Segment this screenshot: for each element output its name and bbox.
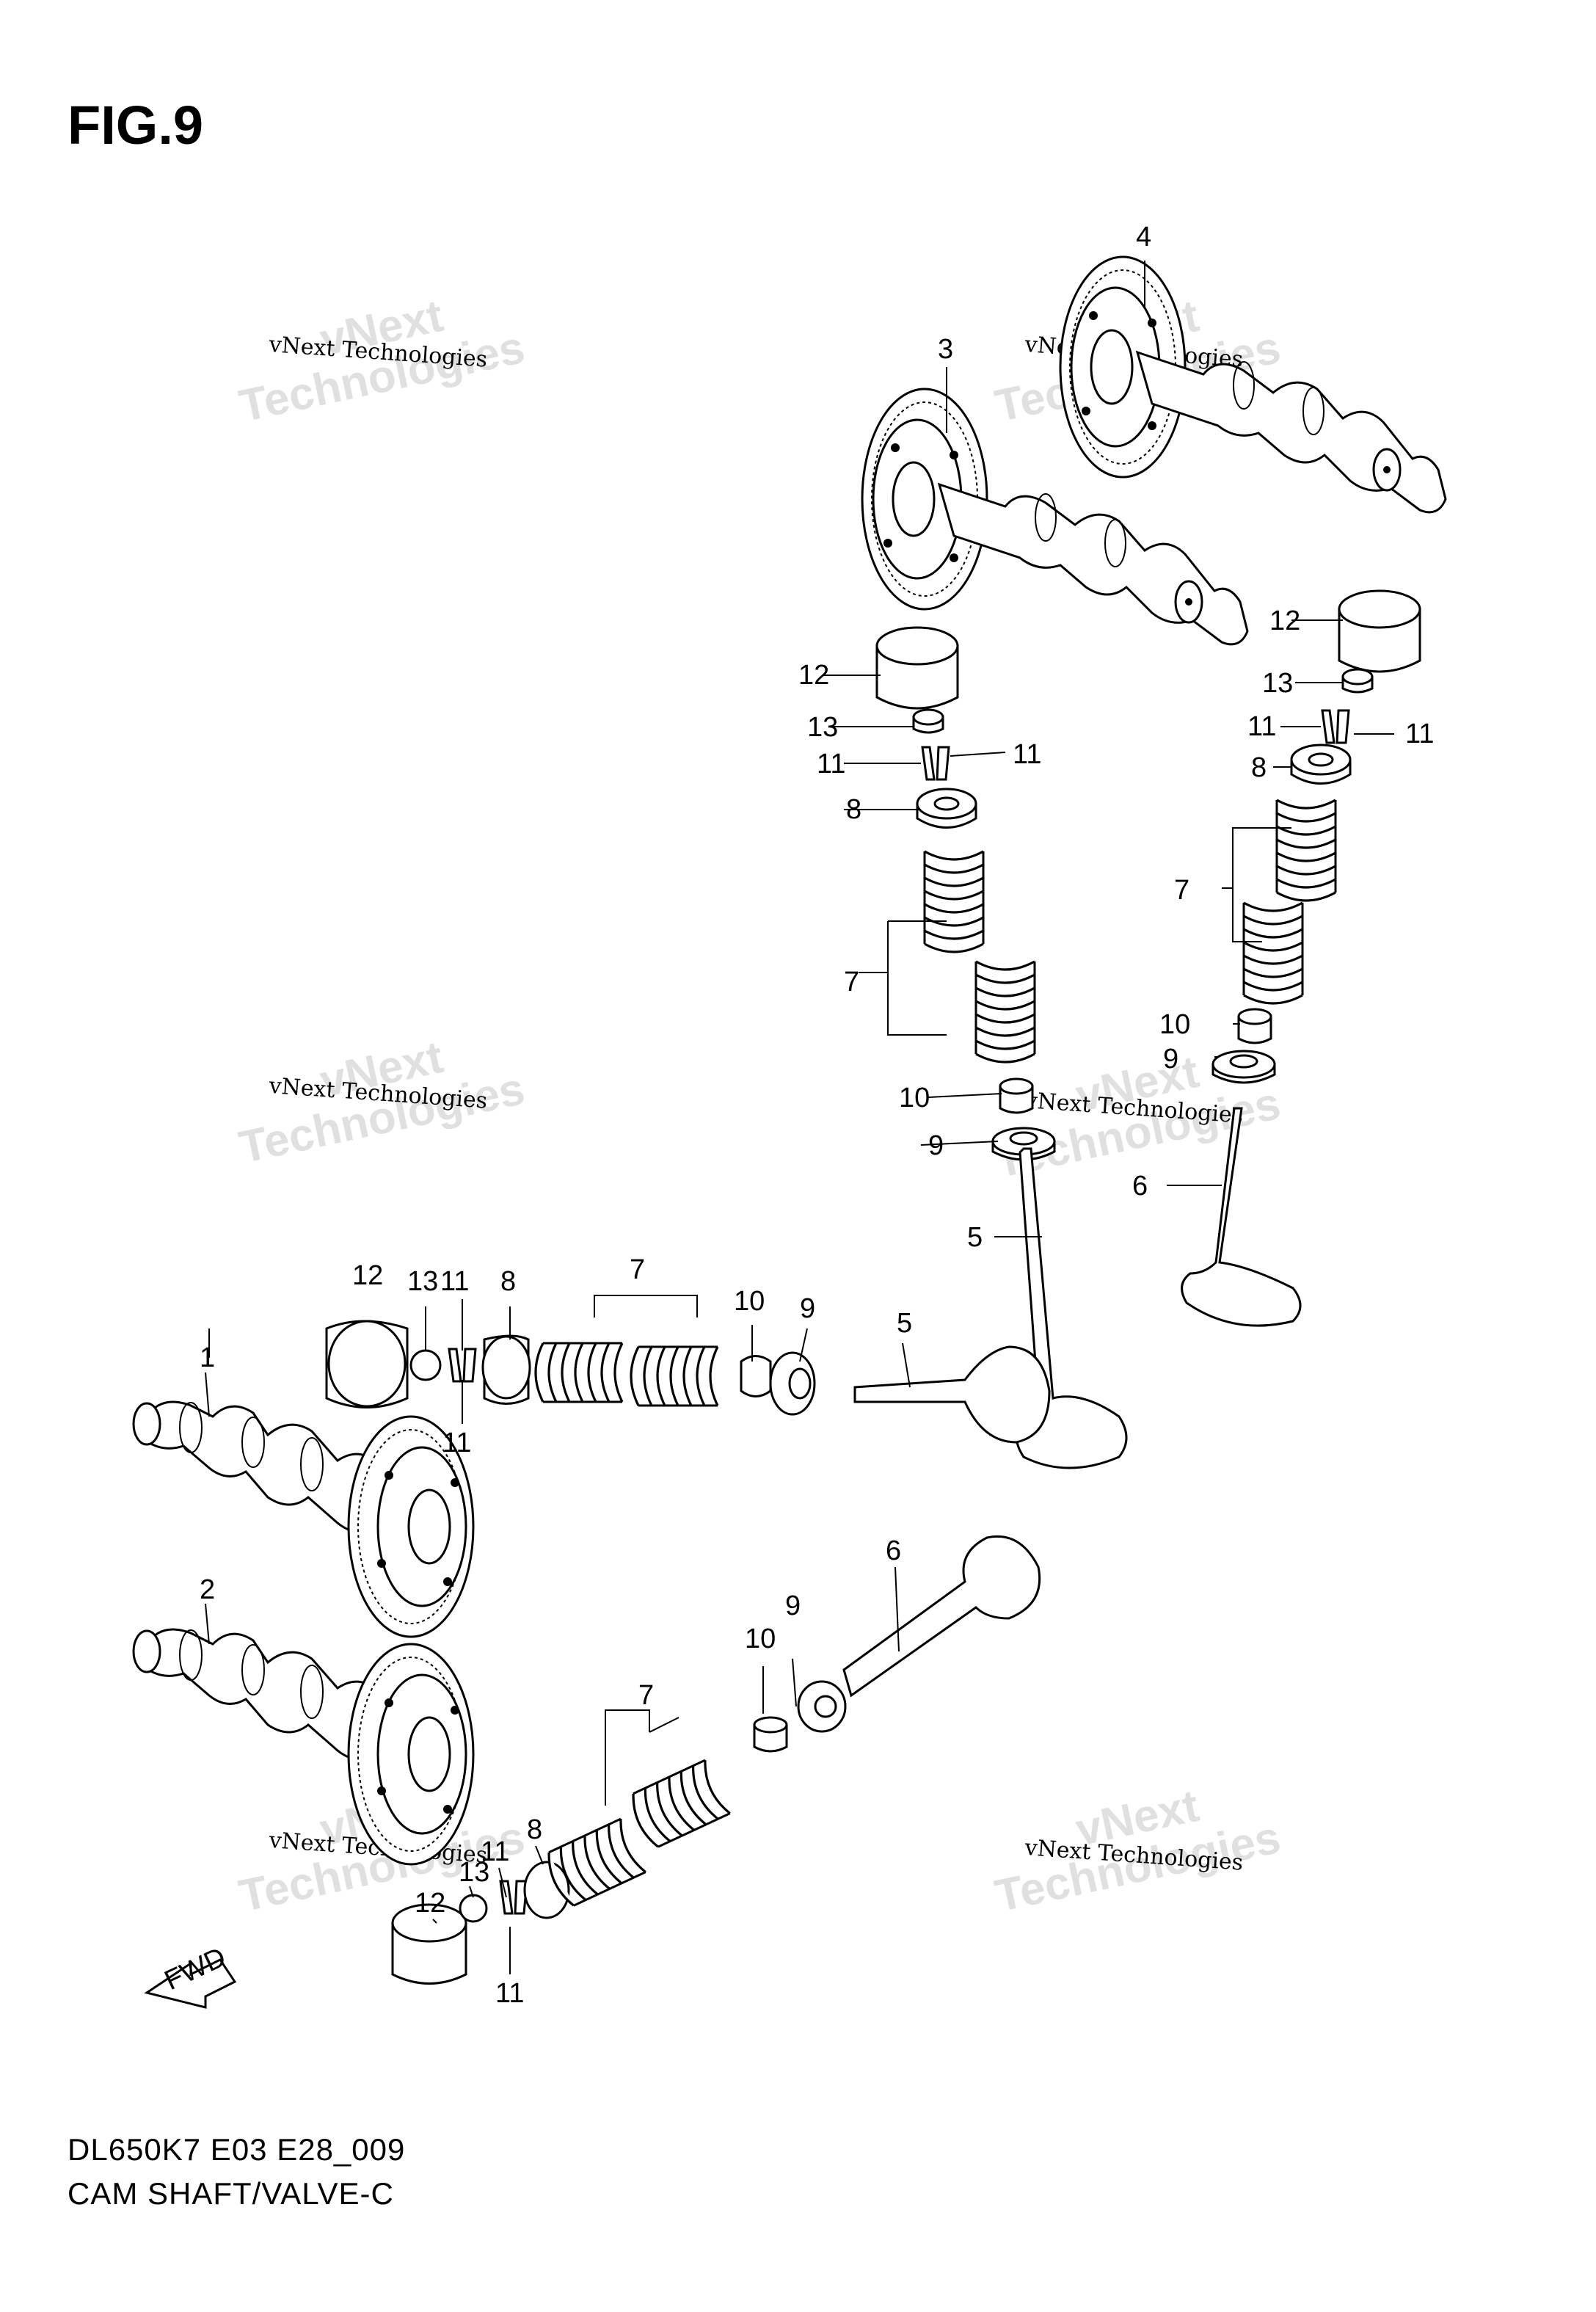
callout-11: 11 (1247, 711, 1276, 742)
callout-13: 13 (459, 1857, 489, 1888)
camshaft-intake-front (132, 1400, 475, 1638)
callout-11: 11 (440, 1266, 469, 1297)
callout-8: 8 (500, 1266, 516, 1297)
callout-9: 9 (1163, 1044, 1178, 1075)
callout-11: 11 (481, 1836, 509, 1867)
leader-lines (205, 261, 1394, 1974)
callout-5: 5 (967, 1222, 983, 1253)
callout-8: 8 (846, 794, 861, 825)
callout-10: 10 (1159, 1009, 1190, 1040)
valve-train-rear-right (1181, 589, 1421, 1327)
camshaft-exhaust-front (132, 1628, 475, 1866)
callout-11: 11 (442, 1428, 471, 1458)
callout-numbers: 4 3 12 12 13 13 11 11 11 11 8 8 7 7 10 9… (200, 222, 1434, 2009)
callout-11: 11 (817, 749, 845, 779)
callout-7: 7 (630, 1254, 645, 1285)
callout-13: 13 (407, 1266, 438, 1297)
callout-11: 11 (495, 1978, 524, 2009)
callout-6: 6 (886, 1535, 901, 1566)
callout-9: 9 (785, 1591, 801, 1621)
callout-13: 13 (1262, 668, 1293, 699)
callout-3: 3 (938, 334, 953, 365)
callout-4: 4 (1136, 222, 1151, 252)
camshaft-intake-rear (861, 388, 1249, 646)
forward-direction-arrow: FWD (144, 1942, 237, 2009)
callout-7: 7 (638, 1680, 654, 1711)
callout-2: 2 (200, 1574, 215, 1605)
callout-9: 9 (800, 1293, 815, 1324)
callout-10: 10 (899, 1083, 930, 1113)
callout-13: 13 (807, 712, 838, 743)
callout-9: 9 (928, 1130, 944, 1161)
figure-title: FIG.9 (68, 95, 204, 156)
callout-7: 7 (844, 967, 859, 997)
callout-12: 12 (798, 660, 829, 691)
callout-10: 10 (745, 1624, 776, 1654)
callout-11: 11 (1013, 739, 1041, 770)
callout-11: 11 (1405, 719, 1434, 749)
valve-train-rear-left (875, 626, 1128, 1469)
callout-8: 8 (527, 1814, 542, 1845)
callout-6: 6 (1132, 1171, 1148, 1202)
callout-5: 5 (897, 1308, 912, 1339)
valve-train-front-bottom (391, 1535, 1041, 1985)
callout-8: 8 (1251, 752, 1267, 783)
valve-train-front-top (325, 1320, 1051, 1444)
model-code: DL650K7 E03 E28_009 (68, 2132, 406, 2167)
callout-12: 12 (352, 1260, 383, 1291)
callout-10: 10 (734, 1286, 765, 1317)
callout-12: 12 (415, 1888, 445, 1919)
callout-1: 1 (200, 1342, 215, 1373)
callout-12: 12 (1269, 606, 1300, 636)
part-group-name: CAM SHAFT/VALVE-C (68, 2176, 394, 2211)
camshaft-exhaust-rear (1059, 255, 1447, 514)
callout-7: 7 (1174, 875, 1189, 906)
